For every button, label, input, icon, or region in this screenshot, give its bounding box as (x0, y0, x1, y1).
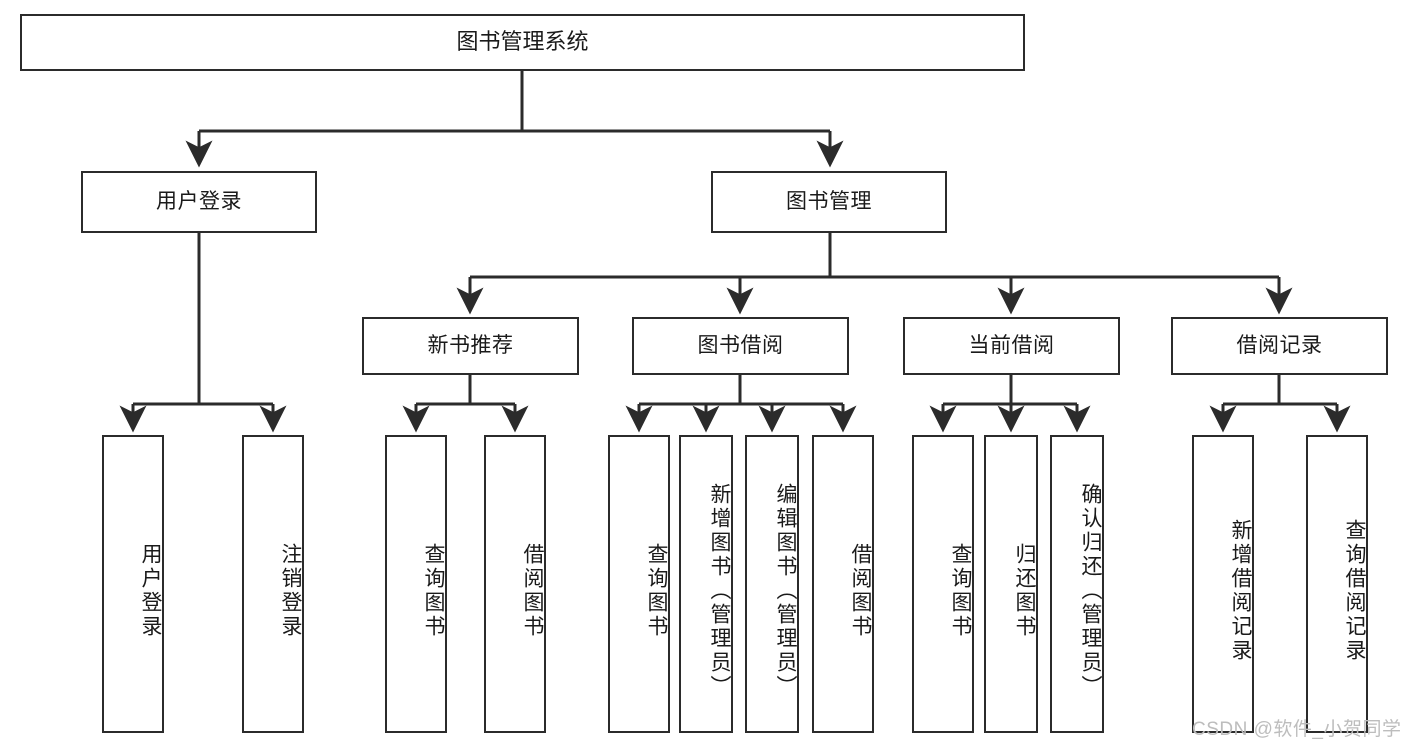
node-leaf-borrow-book-rec[interactable]: 借阅图书 (484, 435, 546, 733)
node-leaf-user-login-label: 用户登录 (139, 543, 162, 639)
node-leaf-return-book-label: 归还图书 (1013, 543, 1036, 639)
node-leaf-confirm-return-label: 确认归还（管理员） (1079, 483, 1102, 699)
node-root-label: 图书管理系统 (456, 29, 589, 55)
node-leaf-query-book-borrow[interactable]: 查询图书 (608, 435, 670, 733)
node-leaf-add-book-label: 新增图书（管理员） (708, 483, 731, 699)
node-root[interactable]: 图书管理系统 (20, 14, 1025, 71)
node-leaf-borrow-book-label: 借阅图书 (849, 543, 872, 639)
watermark: CSDN @软件_小贺同学 (1192, 719, 1402, 740)
node-leaf-confirm-return[interactable]: 确认归还（管理员） (1050, 435, 1104, 733)
node-book-manage-label: 图书管理 (786, 190, 872, 214)
node-borrow-record-label: 借阅记录 (1236, 334, 1323, 358)
node-leaf-query-book-cur[interactable]: 查询图书 (912, 435, 974, 733)
node-leaf-borrow-book[interactable]: 借阅图书 (812, 435, 874, 733)
node-leaf-edit-book[interactable]: 编辑图书（管理员） (745, 435, 799, 733)
node-leaf-return-book[interactable]: 归还图书 (984, 435, 1038, 733)
node-leaf-add-record-label: 新增借阅记录 (1229, 519, 1252, 663)
node-new-book-recommend[interactable]: 新书推荐 (362, 317, 579, 375)
node-leaf-query-book-rec[interactable]: 查询图书 (385, 435, 447, 733)
node-user-login-label: 用户登录 (156, 190, 242, 214)
node-borrow-record[interactable]: 借阅记录 (1171, 317, 1388, 375)
node-leaf-borrow-book-rec-label: 借阅图书 (521, 543, 544, 639)
node-leaf-query-record[interactable]: 查询借阅记录 (1306, 435, 1368, 733)
node-book-borrow[interactable]: 图书借阅 (632, 317, 849, 375)
node-current-borrow-label: 当前借阅 (968, 334, 1055, 358)
node-leaf-add-book[interactable]: 新增图书（管理员） (679, 435, 733, 733)
node-leaf-edit-book-label: 编辑图书（管理员） (774, 483, 797, 699)
node-current-borrow[interactable]: 当前借阅 (903, 317, 1120, 375)
node-book-manage[interactable]: 图书管理 (711, 171, 947, 233)
node-leaf-query-record-label: 查询借阅记录 (1343, 519, 1366, 663)
node-book-borrow-label: 图书借阅 (697, 334, 784, 358)
node-leaf-logout-label: 注销登录 (279, 543, 302, 639)
node-leaf-query-book-rec-label: 查询图书 (422, 543, 445, 639)
node-new-book-recommend-label: 新书推荐 (427, 334, 514, 358)
node-user-login[interactable]: 用户登录 (81, 171, 317, 233)
node-leaf-add-record[interactable]: 新增借阅记录 (1192, 435, 1254, 733)
node-leaf-query-book-cur-label: 查询图书 (949, 543, 972, 639)
node-leaf-user-login[interactable]: 用户登录 (102, 435, 164, 733)
node-leaf-query-book-borrow-label: 查询图书 (645, 543, 668, 639)
node-leaf-logout[interactable]: 注销登录 (242, 435, 304, 733)
